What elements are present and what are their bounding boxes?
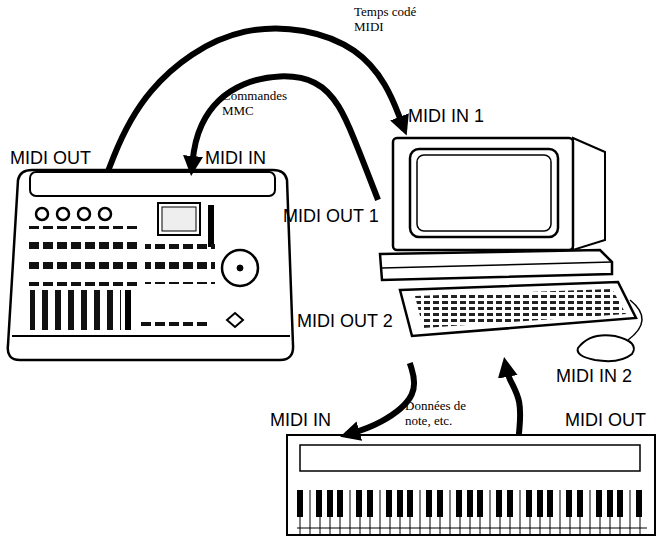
recorder-display bbox=[158, 203, 200, 235]
computer-mouse bbox=[578, 335, 634, 361]
port-label: MIDI IN 2 bbox=[556, 366, 632, 386]
recorder-slider bbox=[208, 205, 214, 247]
computer-base bbox=[380, 250, 612, 280]
device-node: MIDI OUTMIDI IN bbox=[8, 170, 295, 362]
device-node: MIDI INMIDI OUT bbox=[287, 435, 655, 535]
edge-label: Temps codé MIDI bbox=[354, 4, 426, 34]
synth-illustration bbox=[287, 435, 655, 535]
computer-base-line bbox=[382, 262, 612, 268]
midi-cable-arrow bbox=[505, 363, 520, 435]
recorder-front-lip bbox=[12, 335, 290, 337]
mouse-cable bbox=[628, 300, 642, 340]
recorder-faders bbox=[30, 290, 121, 330]
monitor-front bbox=[393, 138, 573, 250]
recorder-knob bbox=[78, 208, 90, 220]
synth-panel bbox=[300, 445, 640, 471]
port-label: MIDI IN bbox=[205, 148, 266, 168]
midi-cable-arrow bbox=[108, 28, 404, 170]
recorder-top-panel bbox=[30, 172, 275, 196]
recorder-jog-wheel bbox=[222, 250, 258, 286]
midi-cable-arrow bbox=[346, 363, 414, 435]
synth-body bbox=[287, 435, 655, 535]
port-label: MIDI OUT 2 bbox=[297, 311, 393, 331]
monitor-side bbox=[573, 138, 605, 250]
recorder-screen bbox=[162, 207, 196, 231]
recorder-master-fader bbox=[125, 290, 131, 330]
computer-keys bbox=[415, 289, 626, 328]
monitor-screen bbox=[417, 155, 551, 231]
port-label: MIDI IN 1 bbox=[408, 106, 484, 126]
recorder-knob bbox=[99, 208, 111, 220]
monitor-bezel bbox=[410, 149, 558, 237]
computer-keyboard bbox=[400, 282, 636, 336]
device-node: MIDI IN 1MIDI OUT 1MIDI OUT 2MIDI IN 2 bbox=[378, 130, 643, 363]
port-label: MIDI IN bbox=[270, 410, 331, 430]
recorder-cursor bbox=[227, 313, 243, 327]
edge-label: Commandes MMC bbox=[222, 88, 294, 118]
recorder-buttons bbox=[145, 244, 215, 284]
port-label: MIDI OUT bbox=[565, 410, 646, 430]
recorder-transport bbox=[140, 312, 210, 326]
note-label: Données de note, etc. bbox=[405, 398, 479, 428]
synth-white-keys bbox=[297, 490, 647, 534]
synth-black-keys bbox=[297, 490, 647, 517]
recorder-knob bbox=[36, 208, 48, 220]
computer-illustration bbox=[380, 138, 642, 361]
port-label: MIDI OUT bbox=[10, 148, 91, 168]
recorder-body bbox=[8, 170, 293, 360]
recorder-jog-dot bbox=[237, 265, 243, 271]
recorder-knob bbox=[57, 208, 69, 220]
recorder-illustration bbox=[8, 170, 293, 360]
midi-cable-arrow bbox=[192, 76, 378, 200]
port-label: MIDI OUT 1 bbox=[283, 206, 379, 226]
recorder-buttons bbox=[25, 226, 137, 286]
